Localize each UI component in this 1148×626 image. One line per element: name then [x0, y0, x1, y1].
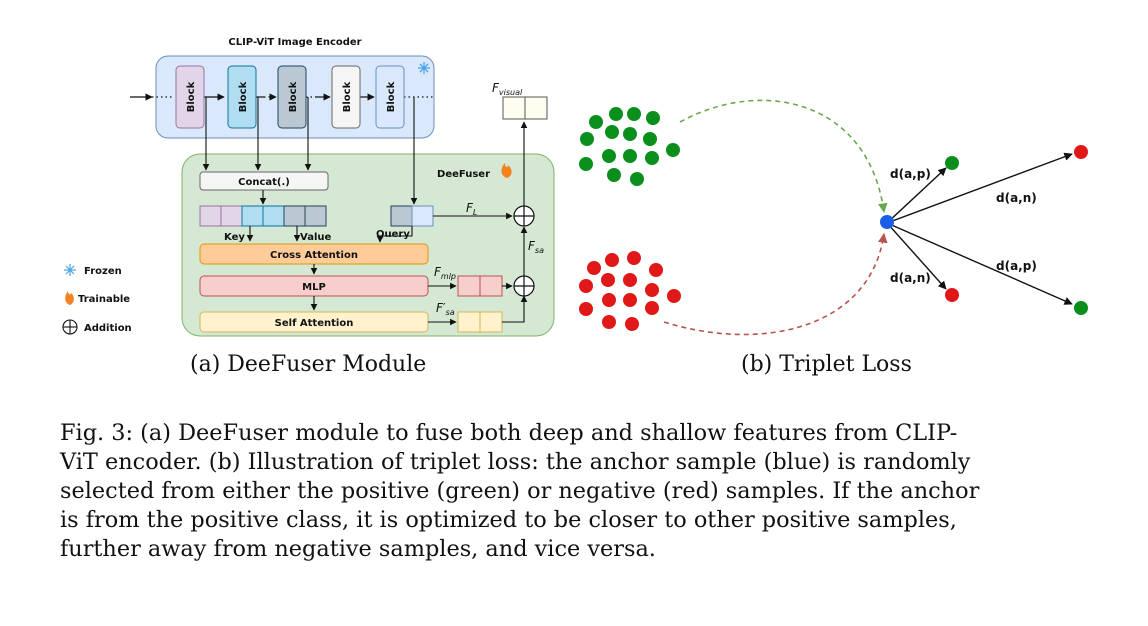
- mlp-label: MLP: [302, 282, 326, 293]
- caption-line: further away from negative samples, and …: [60, 536, 656, 562]
- addition-icon: [62, 319, 78, 335]
- cross-attention-label: Cross Attention: [270, 250, 358, 261]
- figure-3: CLIP-ViT Image Encoder Block Block Block: [62, 37, 1088, 337]
- concat-box: [199, 171, 329, 191]
- legend-frozen: Frozen: [84, 266, 122, 277]
- positive-cluster: [579, 107, 680, 186]
- caption-line: selected from either the positive (green…: [60, 478, 980, 504]
- f-sa-prime-label: F′sa: [436, 301, 455, 317]
- distance-label-ap-bottom: d(a,p): [996, 259, 1037, 273]
- addition-node-top: [513, 205, 535, 227]
- subcaption-a: (a) DeeFuser Module: [190, 352, 427, 377]
- mlp-tokens: [457, 275, 503, 297]
- negative-near-point: [945, 288, 959, 302]
- negative-far-point: [1074, 145, 1088, 159]
- query-tokens: [390, 205, 434, 227]
- f-mlp-label: Fmlp: [434, 265, 456, 281]
- svg-text:Block: Block: [386, 81, 397, 112]
- positive-near-point: [945, 156, 959, 170]
- subcaption-b: (b) Triplet Loss: [741, 352, 912, 377]
- encoder-title: CLIP-ViT Image Encoder: [228, 37, 361, 48]
- query-label: Query: [376, 229, 410, 240]
- distance-label-ap-top: d(a,p): [890, 167, 931, 181]
- snowflake-icon: [64, 264, 76, 276]
- svg-text:Block: Block: [238, 81, 249, 112]
- distance-label-an-top: d(a,n): [996, 191, 1037, 205]
- encoder-block-4: Block: [331, 65, 361, 129]
- flame-icon: [65, 291, 74, 305]
- negative-selection-curve: [663, 233, 888, 336]
- figure-caption: Fig. 3: (a) DeeFuser module to fuse both…: [60, 419, 1090, 564]
- f-visual-label: Fvisual: [492, 81, 523, 97]
- concat-tokens: [199, 205, 327, 227]
- caption-line: ViT encoder. (b) Illustration of triplet…: [60, 449, 971, 475]
- positive-far-point: [1074, 301, 1088, 315]
- self-attention-label: Self Attention: [275, 318, 354, 329]
- svg-text:Block: Block: [186, 81, 197, 112]
- caption-line: Fig. 3: (a) DeeFuser module to fuse both…: [60, 420, 958, 446]
- anchor-point: [880, 215, 894, 229]
- value-label: Value: [300, 232, 331, 243]
- f-visual-tokens: [502, 96, 548, 120]
- svg-text:Block: Block: [342, 81, 353, 112]
- deefuser-diagram: CLIP-ViT Image Encoder Block Block Block: [62, 37, 555, 337]
- flame-icon: [501, 163, 512, 178]
- encoder-block-5: Block: [375, 65, 405, 129]
- snowflake-icon: [418, 62, 430, 74]
- deefuser-label: DeeFuser: [437, 169, 490, 180]
- concat-label: Concat(.): [238, 177, 290, 188]
- legend: Frozen Trainable Addition: [62, 264, 132, 335]
- f-sa-label: Fsa: [528, 239, 544, 255]
- encoder-block-1: Block: [175, 65, 205, 129]
- addition-node-bottom: [513, 275, 535, 297]
- f-l-label: FL: [466, 201, 477, 217]
- encoder-block-3: Block: [277, 65, 307, 129]
- self-attention-tokens: [457, 311, 503, 333]
- triplet-diagram: d(a,p) d(a,n) d(a,n) d(a,p): [579, 99, 1088, 336]
- legend-addition: Addition: [84, 323, 132, 334]
- caption-line: is from the positive class, it is optimi…: [60, 507, 957, 533]
- key-label: Key: [224, 232, 245, 243]
- encoder-block-2: Block: [227, 65, 257, 129]
- positive-selection-curve: [679, 99, 888, 213]
- negative-cluster: [579, 251, 681, 331]
- distance-label-an-bottom: d(a,n): [890, 271, 931, 285]
- svg-text:Block: Block: [288, 81, 299, 112]
- legend-trainable: Trainable: [78, 294, 130, 305]
